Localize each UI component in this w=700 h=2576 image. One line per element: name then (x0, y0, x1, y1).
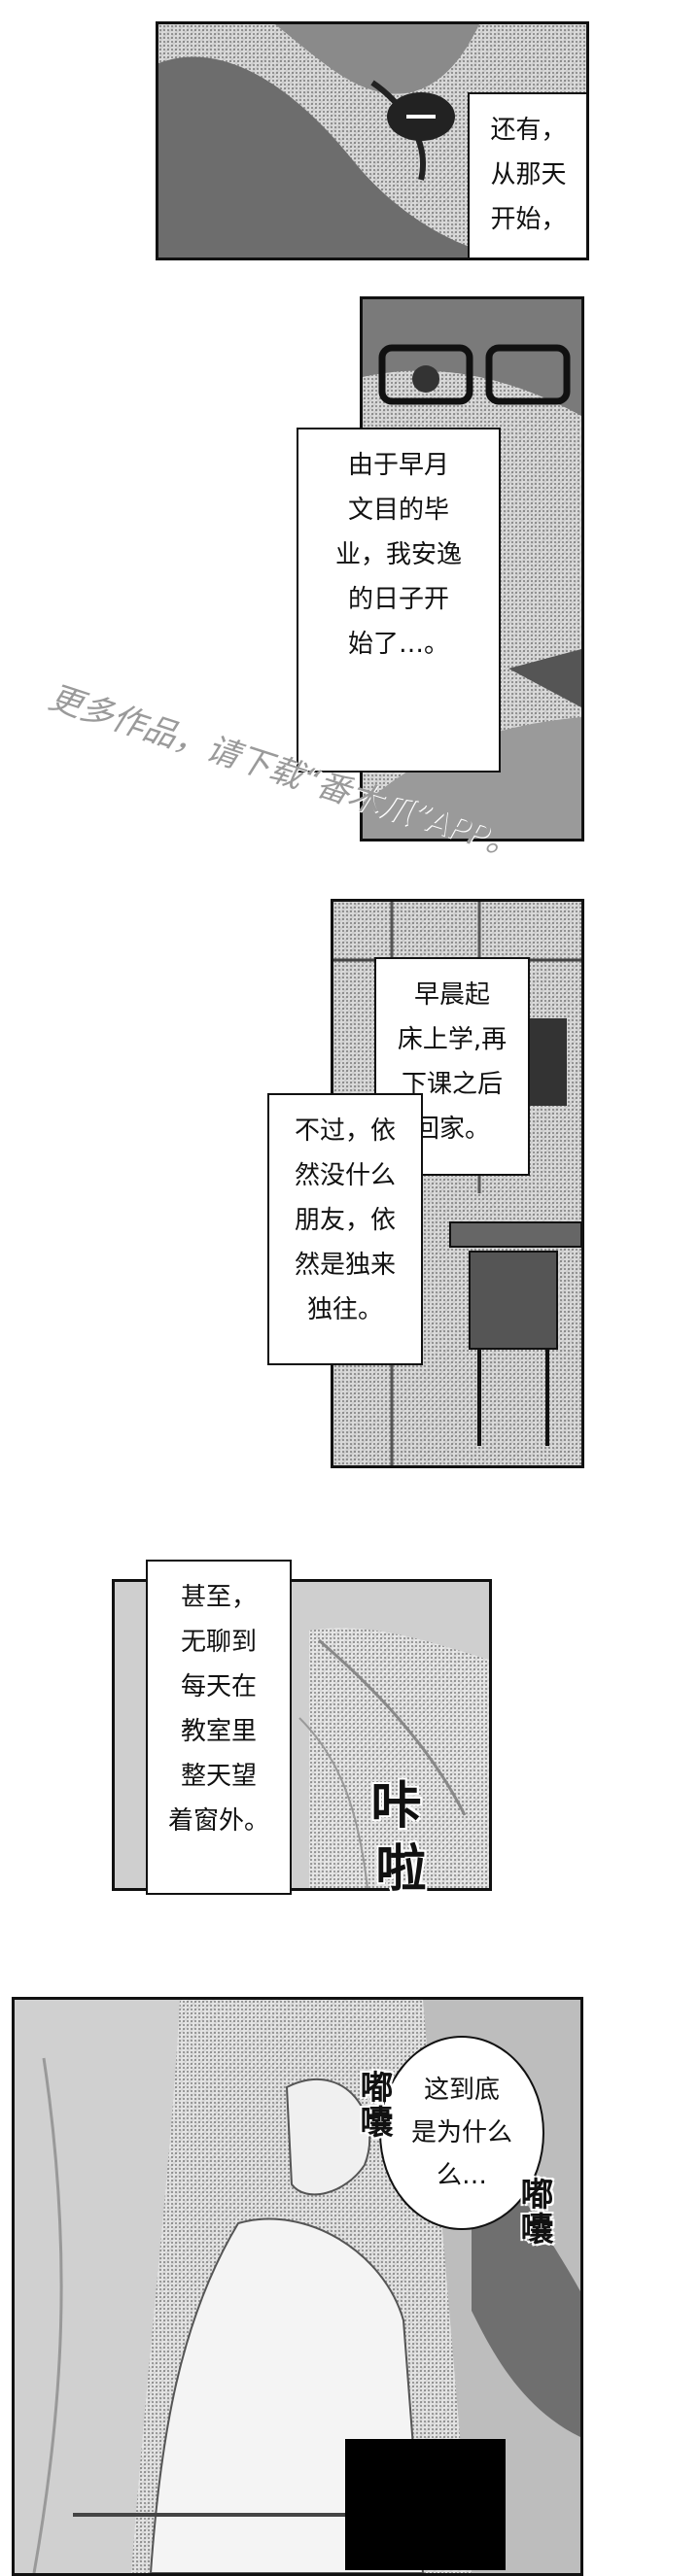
speech-bubble: 这到底 是为什么 么… (379, 2036, 544, 2230)
sound-effect-text: 咔 (362, 1778, 420, 1831)
hair-closeup-illustration (158, 24, 508, 258)
redaction-block (345, 2439, 506, 2570)
narration-box: 还有， 从那天 开始， (468, 92, 586, 258)
glasses-face-illustration (363, 299, 581, 839)
narration-box: 不过，依 然没什么 朋友，依 然是独来 独往。 (267, 1093, 423, 1365)
sound-effect-text: 嘟囔 (514, 2177, 553, 2247)
narration-box: 早晨起 床上学,再 下课之后 回家。 (374, 957, 530, 1176)
sound-effect-text: 啦 (367, 1841, 425, 1894)
sound-effect-text: 嘟囔 (354, 2070, 393, 2140)
panel-1: 还有， 从那天 开始， (156, 21, 589, 260)
narration-box: 由于早月 文目的毕 业，我安逸 的日子开 始了…。 (297, 428, 501, 773)
narration-box: 甚至， 无聊到 每天在 教室里 整天望 着窗外。 (146, 1560, 292, 1895)
